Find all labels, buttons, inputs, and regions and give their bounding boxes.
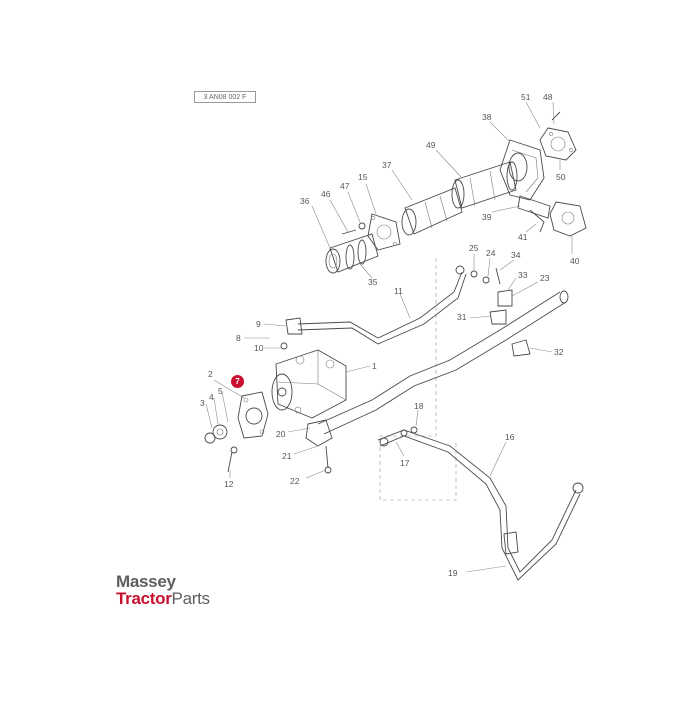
label-38: 38 bbox=[482, 112, 492, 122]
pipe-11 bbox=[285, 265, 467, 345]
label-32: 32 bbox=[554, 347, 564, 357]
label-46: 46 bbox=[321, 189, 331, 199]
label-8: 8 bbox=[236, 333, 241, 343]
label-18: 18 bbox=[414, 401, 424, 411]
label-48: 48 bbox=[543, 92, 553, 102]
label-1: 1 bbox=[372, 361, 377, 371]
label-36: 36 bbox=[300, 196, 310, 206]
label-24: 24 bbox=[486, 248, 496, 258]
reference-code: 3 AN08 002 F bbox=[194, 91, 256, 103]
label-39: 39 bbox=[482, 212, 492, 222]
label-5: 5 bbox=[218, 386, 223, 396]
label-3: 3 bbox=[200, 398, 205, 408]
gasket-and-gears bbox=[204, 391, 269, 473]
label-21: 21 bbox=[282, 451, 292, 461]
label-9: 9 bbox=[256, 319, 261, 329]
small-fittings bbox=[280, 267, 531, 474]
label-2: 2 bbox=[208, 369, 213, 379]
leader-lines bbox=[205, 101, 573, 573]
pipe-16-19 bbox=[377, 429, 584, 581]
label-41: 41 bbox=[518, 232, 528, 242]
brand-line2-red: Tractor bbox=[116, 589, 172, 608]
label-19: 19 bbox=[448, 568, 458, 578]
label-35: 35 bbox=[368, 277, 378, 287]
label-37: 37 bbox=[382, 160, 392, 170]
label-17: 17 bbox=[400, 458, 410, 468]
label-51: 51 bbox=[521, 92, 531, 102]
label-4: 4 bbox=[209, 392, 214, 402]
hydraulic-pump bbox=[271, 349, 347, 419]
label-12: 12 bbox=[224, 479, 234, 489]
label-16: 16 bbox=[505, 432, 515, 442]
label-50: 50 bbox=[556, 172, 566, 182]
label-31: 31 bbox=[457, 312, 467, 322]
brand-line2-gray: Parts bbox=[171, 589, 210, 608]
exhaust-assembly bbox=[325, 111, 587, 274]
label-10: 10 bbox=[254, 343, 264, 353]
label-25: 25 bbox=[469, 243, 479, 253]
label-40: 40 bbox=[570, 256, 580, 266]
brand-logo: Massey TractorParts bbox=[116, 573, 210, 608]
dashed-group-frame bbox=[379, 258, 457, 501]
label-34: 34 bbox=[511, 250, 521, 260]
label-33: 33 bbox=[518, 270, 528, 280]
part-labels: 51 48 38 49 37 15 47 46 36 35 50 39 41 4… bbox=[200, 92, 580, 578]
label-49: 49 bbox=[426, 140, 436, 150]
brand-line1: Massey bbox=[116, 572, 176, 591]
label-20: 20 bbox=[276, 429, 286, 439]
label-22: 22 bbox=[290, 476, 300, 486]
label-11: 11 bbox=[394, 286, 403, 296]
main-tube bbox=[305, 290, 569, 447]
label-23: 23 bbox=[540, 273, 550, 283]
label-15: 15 bbox=[358, 172, 368, 182]
highlighted-part-marker[interactable]: 7 bbox=[231, 375, 244, 388]
label-47: 47 bbox=[340, 181, 350, 191]
